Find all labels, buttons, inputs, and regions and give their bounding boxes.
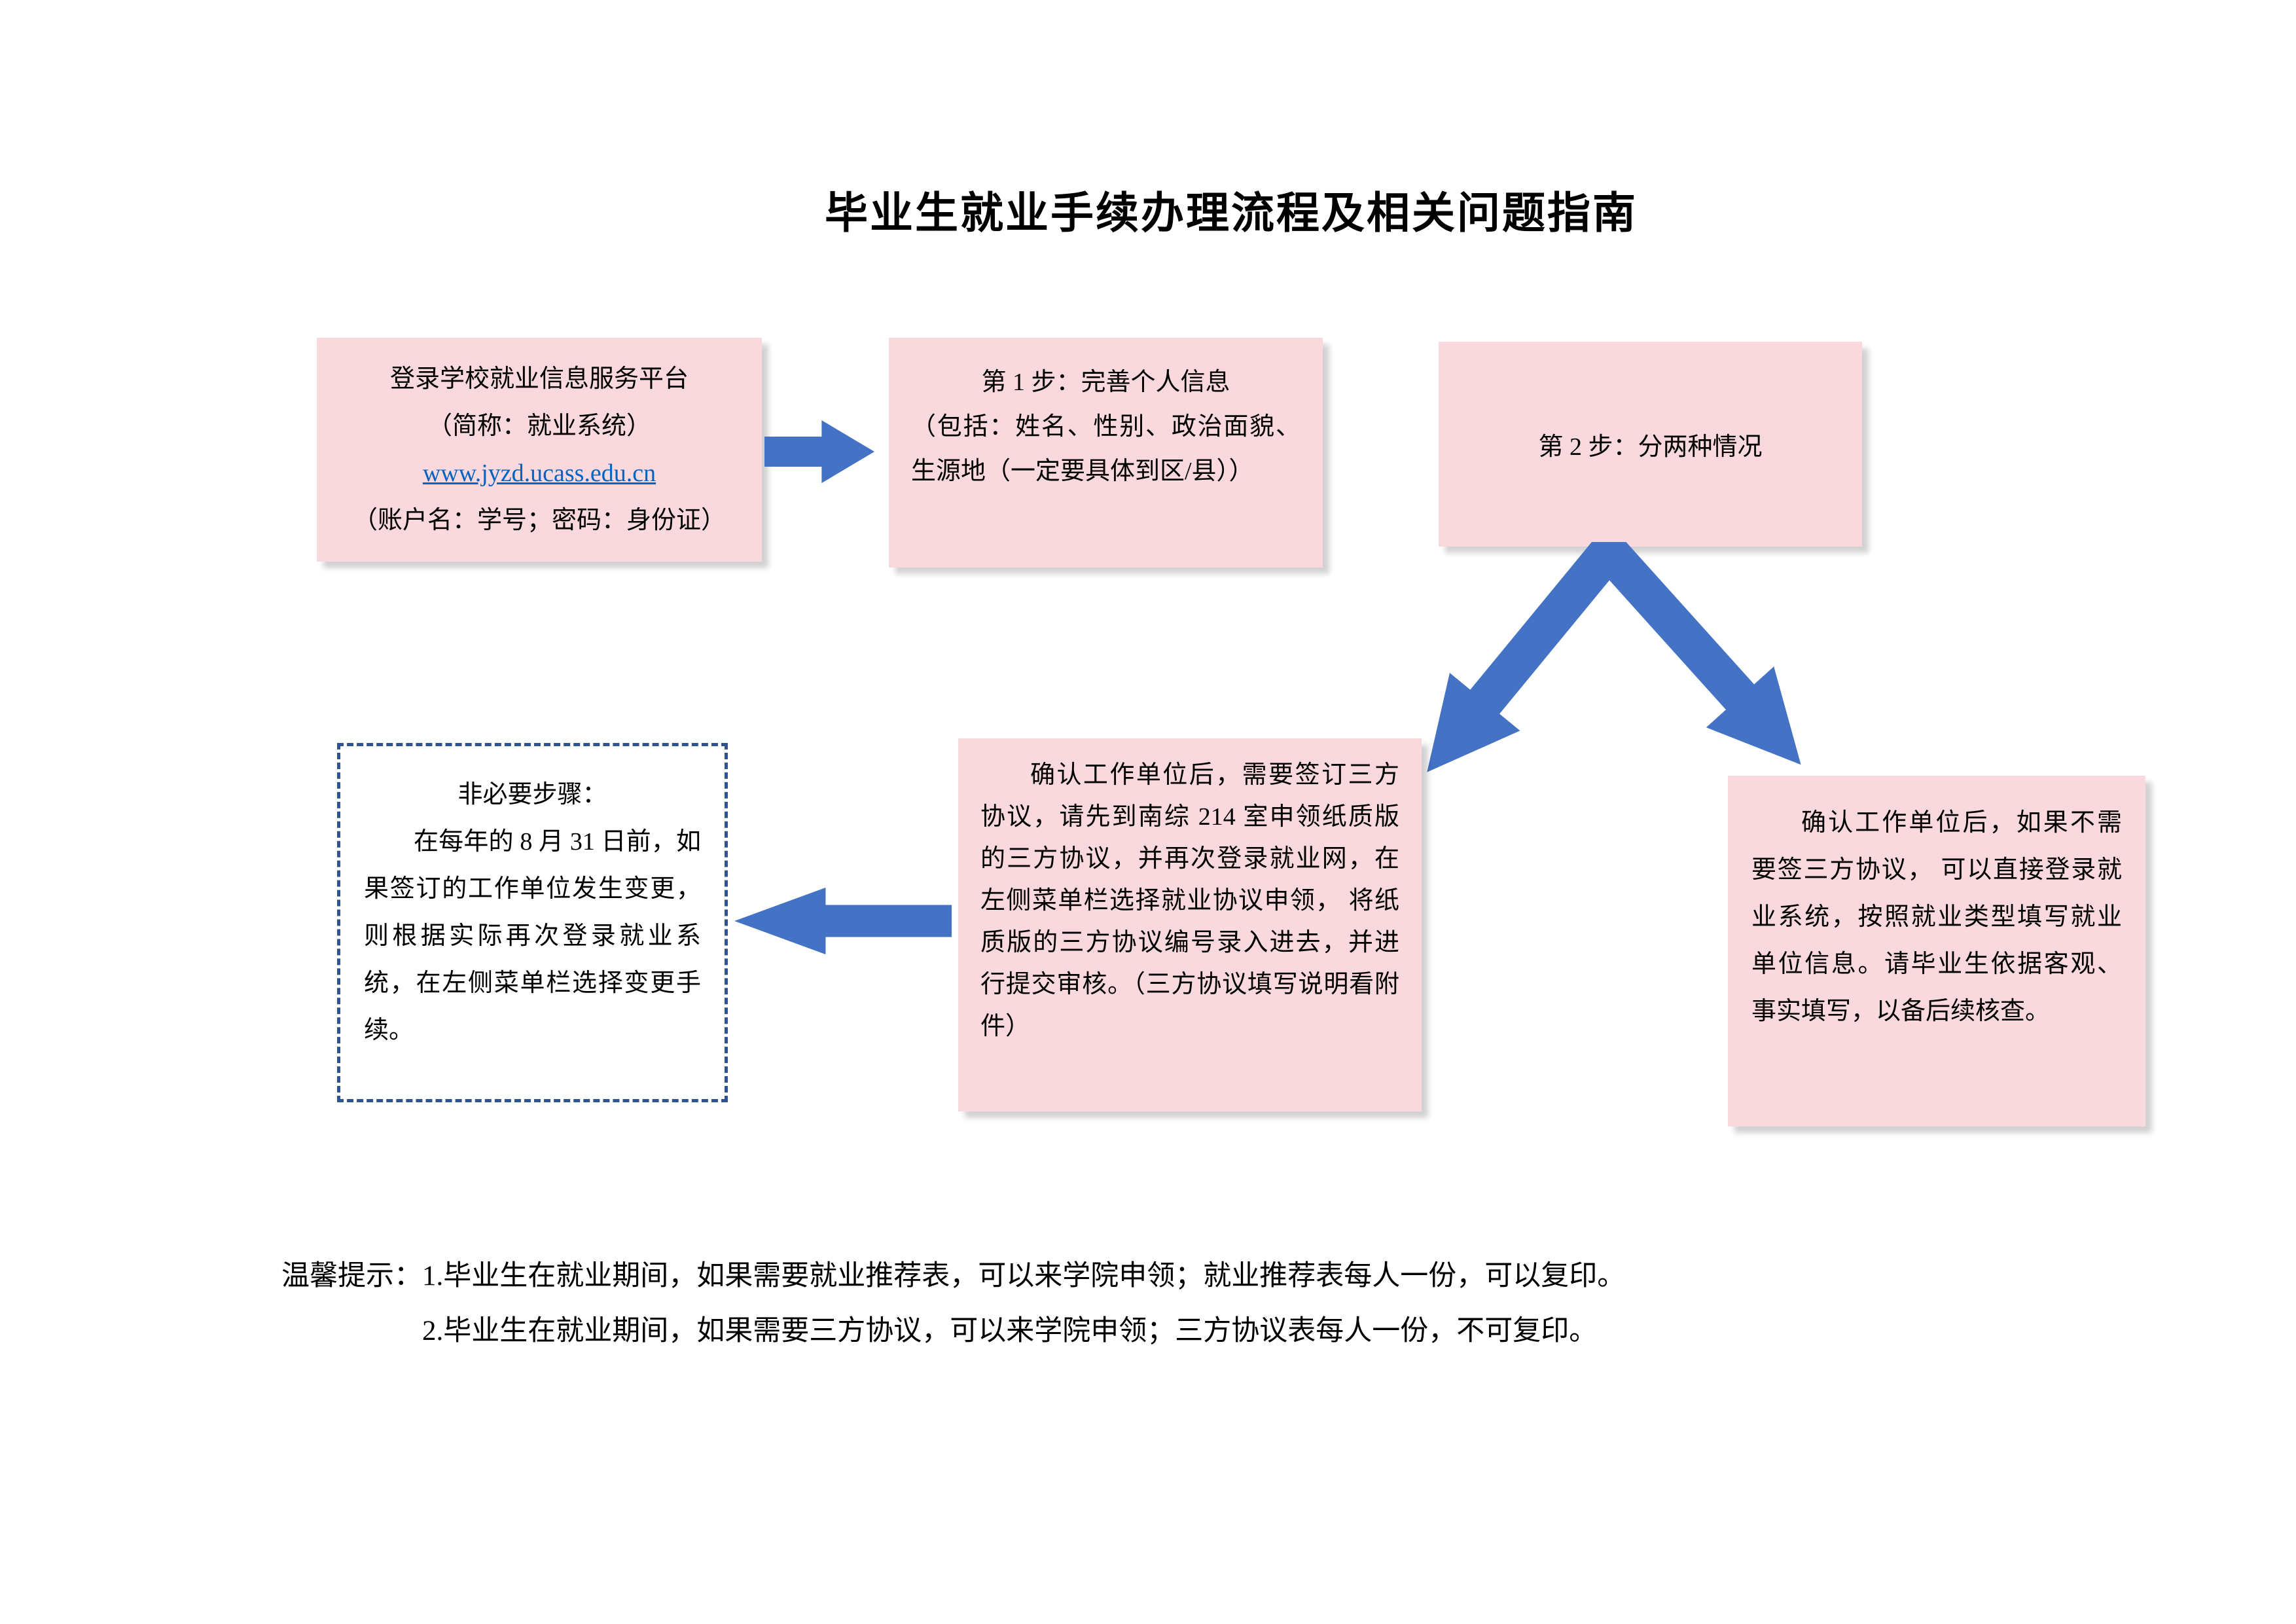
login-line2: （简称：就业系统）	[427, 412, 651, 440]
arrow-left-icon	[734, 888, 952, 954]
login-line1: 登录学校就业信息服务平台	[389, 365, 689, 393]
arrow-split-down-icon	[1427, 542, 1801, 772]
step1-heading: 第 1 步：完善个人信息	[981, 369, 1230, 396]
flow-box-login: 登录学校就业信息服务平台 （简称：就业系统） www.jyzd.ucass.ed…	[317, 338, 762, 562]
portal-link[interactable]: www.jyzd.ucass.edu.cn	[422, 460, 656, 487]
flow-box-no-agreement: 确认工作单位后，如果不需要签三方协议， 可以直接登录就业系统，按照就业类型填写就…	[1728, 776, 2145, 1127]
step2-text: 第 2 步：分两种情况	[1538, 433, 1763, 461]
tips-section: 温馨提示： 1.毕业生在就业期间，如果需要就业推荐表，可以来学院申领；就业推荐表…	[281, 1249, 1625, 1359]
flow-box-step2: 第 2 步：分两种情况	[1439, 342, 1862, 547]
tips-item-1: 1.毕业生在就业期间，如果需要就业推荐表，可以来学院申领；就业推荐表每人一份，可…	[422, 1261, 1626, 1291]
page-title: 毕业生就业手续办理流程及相关问题指南	[825, 190, 1638, 238]
tips-items: 1.毕业生在就业期间，如果需要就业推荐表，可以来学院申领；就业推荐表每人一份，可…	[422, 1249, 1625, 1359]
sign-box-text: 确认工作单位后，需要签订三方协议，请先到南综 214 室申领纸质版的三方协议，并…	[980, 761, 1399, 1040]
step1-body: （包括：姓名、性别、政治面貌、生源地（一定要具体到区/县））	[911, 413, 1300, 485]
login-line4: （账户名：学号；密码：身份证）	[352, 507, 726, 534]
optional-heading: 非必要步骤：	[457, 781, 607, 808]
optional-body: 在每年的 8 月 31 日前，如果签订的工作单位发生变更，则根据实际再次登录就业…	[364, 828, 701, 1044]
nosign-box-text: 确认工作单位后，如果不需要签三方协议， 可以直接登录就业系统，按照就业类型填写就…	[1751, 809, 2122, 1025]
arrow-right-icon	[764, 420, 874, 483]
flow-box-optional-step: 非必要步骤： 在每年的 8 月 31 日前，如果签订的工作单位发生变更，则根据实…	[337, 743, 728, 1102]
tips-label: 温馨提示：	[281, 1261, 422, 1291]
tips-item-2: 2.毕业生在就业期间，如果需要三方协议，可以来学院申领；三方协议表每人一份，不可…	[422, 1316, 1598, 1346]
flow-box-step1: 第 1 步：完善个人信息 （包括：姓名、性别、政治面貌、生源地（一定要具体到区/…	[889, 338, 1323, 568]
flow-box-sign-agreement: 确认工作单位后，需要签订三方协议，请先到南综 214 室申领纸质版的三方协议，并…	[958, 738, 1422, 1111]
